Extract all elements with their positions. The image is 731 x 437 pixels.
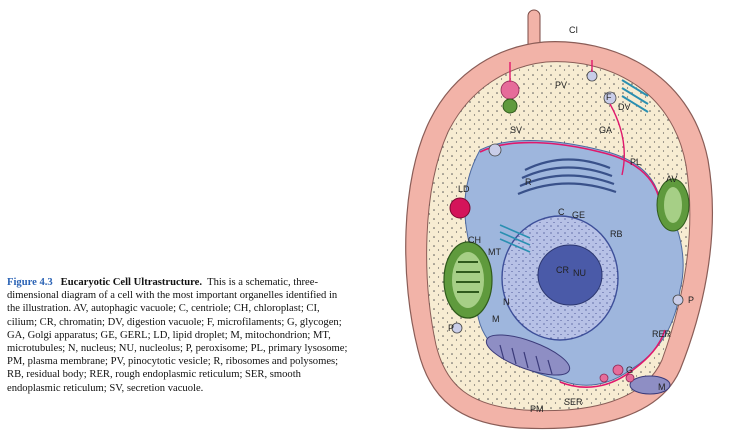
label-ch: CH — [468, 235, 481, 245]
secretion-vacuole — [502, 98, 518, 114]
label-p-right: P — [688, 295, 694, 305]
label-av: AV — [666, 174, 677, 184]
label-m-left: M — [492, 314, 500, 324]
nucleus — [501, 215, 619, 341]
label-ld: LD — [458, 184, 470, 194]
figure-title: Eucaryotic Cell Ultrastructure. — [60, 277, 202, 288]
label-pm: PM — [530, 404, 544, 414]
mitochondrion-right — [629, 375, 671, 395]
lipid-droplet — [449, 197, 471, 219]
diagram-labels: CI PV F DV SV GA PL LD R GE C AV RB CH M… — [448, 25, 694, 414]
label-cr: CR — [556, 265, 569, 275]
plasma-membrane-trace — [479, 141, 661, 203]
label-dv: DV — [618, 102, 631, 112]
label-ga: GA — [599, 125, 612, 135]
label-m-right: M — [658, 382, 666, 392]
label-c: C — [558, 207, 565, 217]
figure-caption-text: This is a schematic, three-dimensional d… — [7, 277, 348, 394]
microtubules — [499, 224, 531, 253]
label-p-left: P — [448, 323, 454, 333]
vesicles — [451, 70, 684, 334]
label-ci: CI — [569, 25, 578, 35]
autophagic-vacuole — [656, 178, 690, 232]
label-g: G — [626, 365, 633, 375]
transport-arrows — [509, 60, 625, 176]
label-rb: RB — [610, 229, 623, 239]
label-r: R — [525, 177, 532, 187]
label-ser: SER — [564, 397, 583, 407]
label-rer: RER — [652, 329, 672, 339]
chloroplast — [443, 241, 493, 319]
label-ge: GE — [572, 210, 585, 220]
cell-diagram: CI PV F DV SV GA PL LD R GE C AV RB CH M… — [405, 9, 713, 430]
label-mt: MT — [488, 247, 501, 257]
microfilaments — [621, 79, 649, 113]
label-f: F — [606, 92, 612, 102]
label-n: N — [503, 297, 510, 307]
figure-label: Figure 4.3 — [7, 277, 53, 288]
label-sv: SV — [510, 125, 522, 135]
mitochondrion-left — [485, 334, 571, 376]
label-pl: PL — [630, 157, 641, 167]
figure-caption: Figure 4.3 Eucaryotic Cell Ultrastructur… — [7, 276, 352, 395]
label-nu: NU — [573, 268, 586, 278]
lysosomes — [500, 80, 635, 383]
golgi-apparatus — [517, 158, 617, 196]
nucleolus — [537, 244, 603, 306]
label-pv: PV — [555, 80, 567, 90]
